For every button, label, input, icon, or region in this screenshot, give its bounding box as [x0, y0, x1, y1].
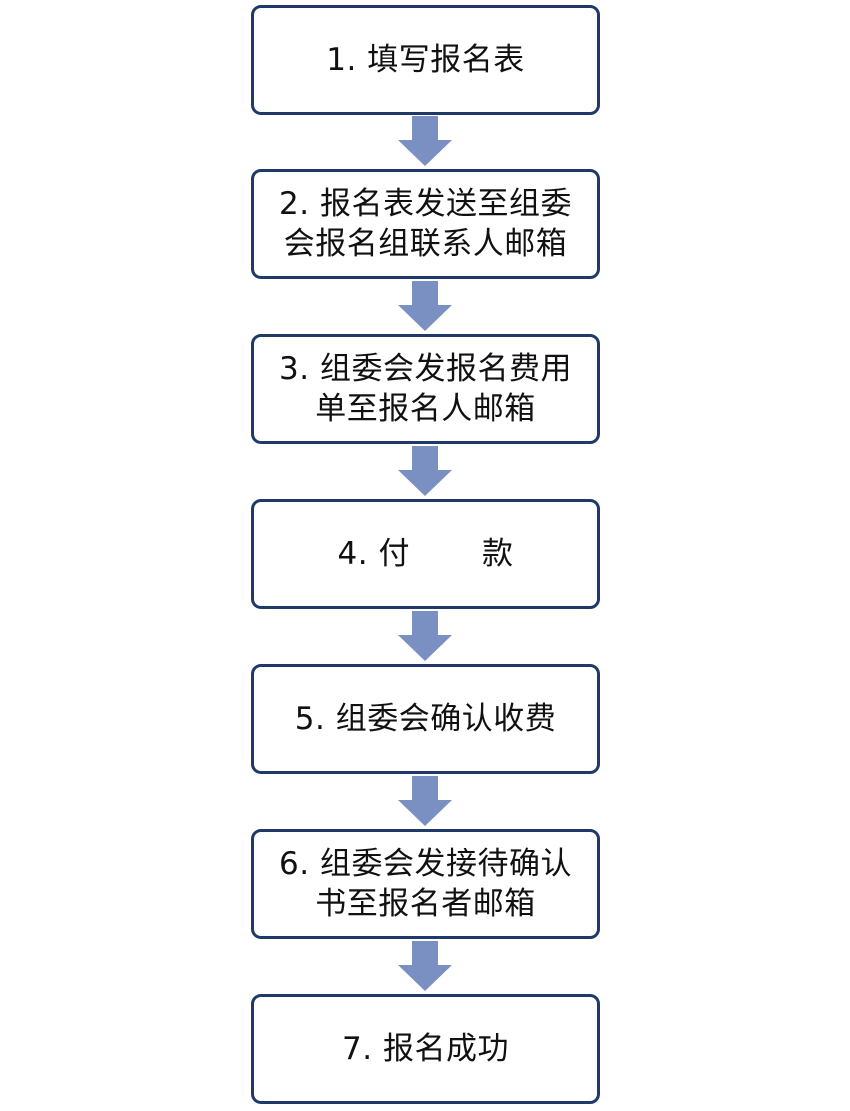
- step-2-line-2: 会报名组联系人邮箱: [283, 226, 568, 262]
- step-6-text: 6. 组委会发接待确认 书至报名者邮箱: [279, 844, 572, 924]
- step-2-box: 2. 报名表发送至组委 会报名组联系人邮箱: [251, 169, 600, 279]
- step-7-text: 7. 报名成功: [342, 1029, 509, 1069]
- down-arrow-icon: [398, 941, 452, 991]
- step-7-line-1: 7. 报名成功: [342, 1031, 509, 1067]
- step-5-text: 5. 组委会确认收费: [295, 699, 556, 739]
- down-arrow-icon: [398, 446, 452, 496]
- step-6-line-2: 书至报名者邮箱: [315, 886, 536, 922]
- step-4-text: 4. 付 款: [338, 534, 514, 574]
- down-arrow-icon: [398, 611, 452, 661]
- step-2-line-1: 2. 报名表发送至组委: [279, 186, 572, 222]
- step-5-line-1: 5. 组委会确认收费: [294, 701, 557, 737]
- step-6-box: 6. 组委会发接待确认 书至报名者邮箱: [251, 829, 600, 939]
- step-7-box: 7. 报名成功: [251, 994, 600, 1104]
- step-3-line-1: 3. 组委会发报名费用: [279, 351, 572, 387]
- step-4-suffix: 款: [481, 536, 514, 572]
- step-4-prefix: 4. 付: [337, 536, 410, 572]
- step-6-line-1: 6. 组委会发接待确认: [279, 846, 572, 882]
- step-1-box: 1. 填写报名表: [251, 5, 600, 115]
- step-1-line-1: 1. 填写报名表: [326, 42, 525, 78]
- down-arrow-icon: [398, 281, 452, 331]
- step-2-text: 2. 报名表发送至组委 会报名组联系人邮箱: [279, 184, 572, 264]
- step-4-box: 4. 付 款: [251, 499, 600, 609]
- step-3-box: 3. 组委会发报名费用 单至报名人邮箱: [251, 334, 600, 444]
- down-arrow-icon: [398, 116, 452, 166]
- down-arrow-icon: [398, 776, 452, 826]
- step-3-line-2: 单至报名人邮箱: [315, 391, 536, 427]
- step-4-line-1: 4. 付 款: [338, 534, 514, 574]
- step-1-text: 1. 填写报名表: [326, 40, 524, 80]
- step-5-box: 5. 组委会确认收费: [251, 664, 600, 774]
- step-3-text: 3. 组委会发报名费用 单至报名人邮箱: [279, 349, 572, 429]
